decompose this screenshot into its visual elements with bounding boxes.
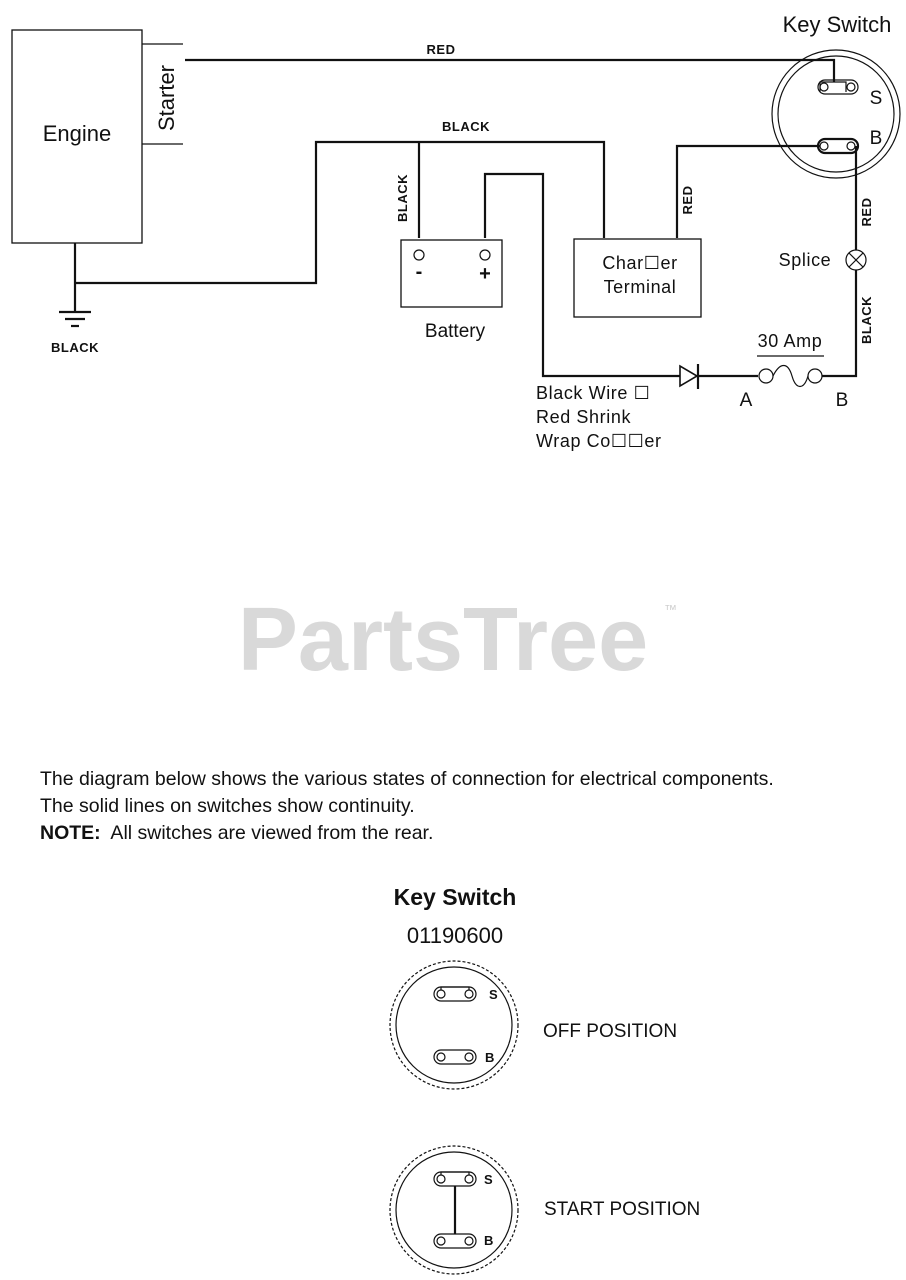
note-line-2: The solid lines on switches show continu…: [40, 795, 415, 817]
key-switch-title-top: Key Switch: [783, 12, 892, 37]
fuse-rating-label: 30 Amp: [758, 331, 823, 351]
ground-label: BLACK: [51, 340, 99, 355]
diode-note-line3: Wrap Co☐☐er: [536, 431, 662, 451]
splice-label: Splice: [779, 250, 832, 270]
watermark-logo: PartsTree: [238, 590, 648, 690]
off-terminal-b: B: [485, 1050, 494, 1065]
switch-start-position: S B: [389, 1145, 519, 1275]
battery-box: - +: [400, 239, 503, 308]
diode-note-line1: Black Wire ☐: [536, 383, 650, 403]
note-prefix: NOTE:: [40, 822, 101, 844]
wire-black-fuse-label: BLACK: [859, 296, 874, 344]
fuse-a-label: A: [740, 390, 753, 411]
key-switch-detail-title: Key Switch: [394, 884, 517, 910]
key-switch-top: S B: [771, 49, 901, 179]
watermark-tm: ™: [664, 602, 677, 617]
engine-label: Engine: [43, 121, 112, 146]
charger-label-line1: Char☐er: [602, 253, 677, 273]
splice-symbol: [845, 249, 867, 271]
wire-black-label: BLACK: [442, 119, 490, 134]
starter-block: Starter: [142, 43, 183, 145]
off-terminal-s: S: [489, 987, 498, 1002]
diagram-notes: The diagram below shows the various stat…: [40, 766, 900, 847]
wire-red-label: RED: [427, 42, 456, 57]
diode-symbol: [679, 364, 700, 389]
fuse-b-label: B: [836, 390, 849, 411]
wire-red-charger-label: RED: [680, 186, 695, 215]
wire-black-battery-label: BLACK: [395, 174, 410, 222]
note-line-3: NOTE: All switches are viewed from the r…: [40, 820, 900, 847]
switch-off-position: S B: [389, 960, 519, 1090]
terminal-b-label: B: [870, 128, 883, 149]
ground-symbol: [59, 243, 91, 328]
wire-black-main: [75, 140, 606, 285]
charger-terminal-box: Char☐er Terminal: [573, 238, 702, 318]
diode-note-line2: Red Shrink: [536, 407, 631, 427]
engine-block: Engine: [11, 29, 143, 244]
wire-red-charger: [675, 144, 820, 238]
terminal-s-label: S: [870, 88, 883, 109]
charger-label-line2: Terminal: [604, 277, 677, 297]
start-terminal-b: B: [484, 1233, 493, 1248]
note-text: All switches are viewed from the rear.: [100, 822, 434, 844]
battery-label: Battery: [425, 321, 486, 342]
starter-label: Starter: [154, 65, 179, 131]
start-position-label: START POSITION: [544, 1199, 700, 1220]
wire-battery-positive: [483, 172, 680, 378]
start-terminal-s: S: [484, 1172, 493, 1187]
wire-red-switch-label: RED: [859, 198, 874, 227]
note-line-1: The diagram below shows the various stat…: [40, 768, 774, 790]
battery-neg-label: -: [416, 261, 423, 283]
wire-black-fuse: [822, 270, 858, 378]
fuse-30-amp: [757, 355, 824, 388]
wire-red-starter: [185, 58, 836, 82]
battery-pos-label: +: [479, 263, 491, 285]
off-position-label: OFF POSITION: [543, 1021, 677, 1042]
key-switch-part-number: 01190600: [407, 923, 503, 948]
